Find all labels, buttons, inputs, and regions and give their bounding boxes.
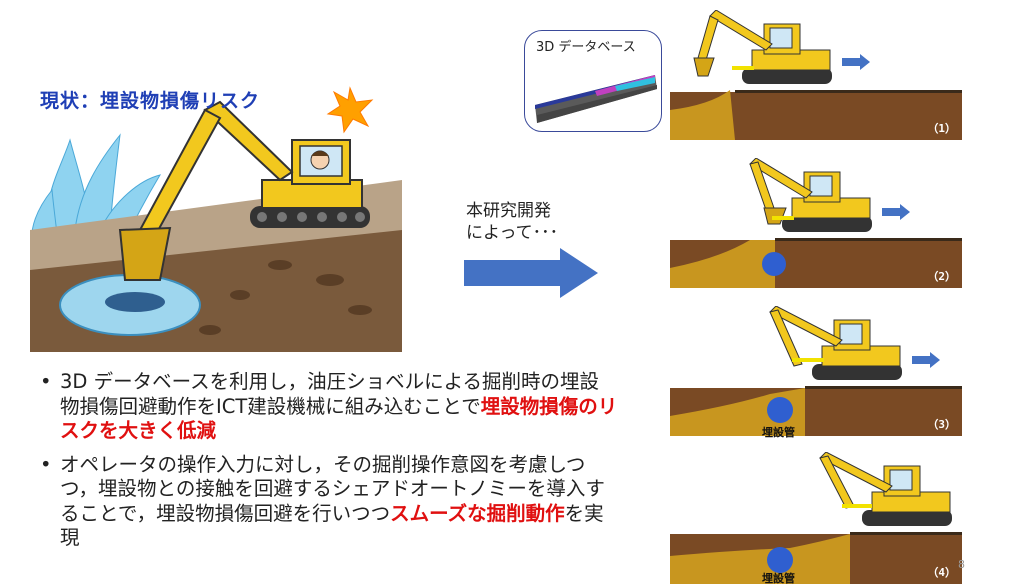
description-bullets: • 3D データベースを利用し，油圧ショベルによる掘削時の埋設物損傷回避動作をI… [38, 370, 618, 560]
right-arrow-icon [464, 248, 598, 298]
bullet-text: オペレータの操作入力に対し，その掘削操作意図を考慮しつつ，埋設物との接触を回避す… [60, 452, 605, 525]
bullet-dot: • [40, 452, 52, 476]
bullet-item: • 3D データベースを利用し，油圧ショベルによる掘削時の埋設物損傷回避動作をI… [38, 370, 618, 444]
pipe-label: 埋設管 [762, 426, 795, 439]
bullet-dot: • [40, 370, 52, 393]
bullet-item: • オペレータの操作入力に対し，その掘削操作意図を考慮しつつ，埋設物との接触を回… [38, 453, 618, 551]
panel-label: （3） [927, 418, 956, 431]
step-panel-3: 埋設管 （3） [670, 305, 962, 439]
panel-label: （2） [927, 270, 956, 283]
excavation-risk-illustration [30, 80, 402, 352]
bullet-text: 3D データベースを利用し，油圧ショベルによる掘削時の埋設物損傷回避動作をICT… [60, 370, 600, 418]
database-label: 3D データベース [536, 40, 636, 55]
step-panel-1: （1） [670, 9, 962, 140]
panel-label: （1） [927, 122, 956, 135]
bullet-highlight: 埋設物損傷のリスクを大きく低減 [60, 394, 618, 443]
database-callout [524, 30, 662, 132]
step-panel-4: 埋設管 （4） [670, 451, 962, 585]
arrow-label-line1: 本研究開発 [466, 201, 551, 221]
bullet-highlight: スムーズな掘削動作 [390, 501, 565, 525]
page-number: 8 [958, 558, 965, 571]
arrow-label-line2: によって･･･ [466, 223, 559, 243]
research-arrow-label: 本研究開発 によって･･･ [466, 200, 558, 244]
bullet-text-after: を実現 [60, 501, 604, 550]
step-panel-2: （2） [670, 157, 962, 288]
pipe-label: 埋設管 [762, 572, 795, 585]
status-title: 現状：埋設物損傷リスク [40, 90, 261, 112]
panel-label: （4） [927, 566, 956, 579]
